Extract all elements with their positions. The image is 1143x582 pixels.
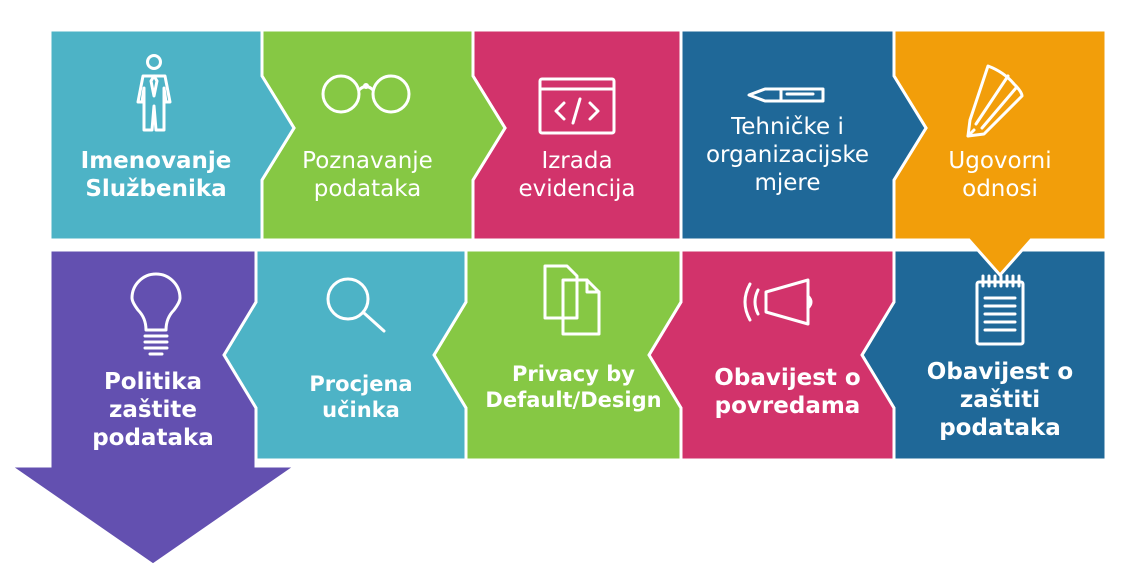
- step-label-imenovanje: Imenovanje Službenika: [50, 147, 262, 203]
- step-text-line: Ugovorni: [948, 148, 1052, 174]
- lightbulb-icon: [130, 272, 182, 360]
- step-text-line: Poznavanje: [302, 148, 433, 174]
- step-text-line: zaštite: [108, 397, 198, 424]
- step-text-line: Tehničke i: [731, 114, 844, 140]
- step-label-procjena: Procjena učinka: [256, 372, 466, 423]
- glasses-icon: [318, 70, 414, 114]
- step-label-izrada: Izrada evidencija: [473, 147, 681, 203]
- step-text-line: Obavijest o: [714, 365, 861, 391]
- step-label-politika: Politika zaštite podataka: [50, 368, 256, 452]
- step-label-tehnicke: Tehničke i organizacijske mjere: [681, 113, 894, 197]
- step-text-line: Izrada: [541, 148, 613, 174]
- magnifier-icon: [322, 275, 390, 335]
- step-text-line: mjere: [754, 170, 821, 197]
- step-text-line: Privacy by: [512, 362, 635, 386]
- step-shape-imenovanje: [48, 28, 296, 242]
- step-text-line: Imenovanje: [80, 148, 232, 174]
- step-text-line: evidencija: [518, 176, 636, 203]
- documents-icon: [543, 264, 601, 336]
- megaphone-icon: [736, 276, 816, 328]
- step-text-line: podataka: [939, 415, 1061, 442]
- step-text-line: Default/Design: [485, 387, 662, 412]
- step-label-privacy: Privacy by Default/Design: [466, 362, 681, 413]
- step-label-poznavanje: Poznavanje podataka: [262, 147, 473, 203]
- step-label-obavijest-povredama: Obavijest o povredama: [681, 364, 894, 420]
- step-shape-poznavanje: [260, 28, 507, 242]
- step-text-line: Procjena: [309, 372, 413, 396]
- step-text-line: Službenika: [85, 176, 227, 203]
- step-text-line: povredama: [714, 393, 861, 420]
- person-with-tie-icon: [134, 54, 174, 132]
- step-text-line: Obavijest o: [926, 359, 1074, 385]
- pencil-icon: [964, 62, 1028, 138]
- step-text-line: odnosi: [962, 176, 1038, 203]
- step-text-line: zaštiti: [959, 387, 1041, 414]
- step-label-obavijest-zastiti: Obavijest o zaštiti podataka: [894, 358, 1106, 442]
- step-text-line: Politika: [103, 369, 203, 395]
- pen-icon: [747, 86, 827, 104]
- step-text-line: podataka: [313, 176, 422, 203]
- step-text-line: podataka: [92, 425, 214, 452]
- notepad-icon: [974, 274, 1026, 346]
- code-window-icon: [538, 77, 616, 135]
- step-text-line: učinka: [322, 397, 400, 422]
- step-text-line: organizacijske: [705, 142, 869, 169]
- step-shape-tehnicke: [679, 28, 928, 242]
- step-shape-izrada: [471, 28, 683, 242]
- step-label-ugovorni: Ugovorni odnosi: [894, 147, 1106, 203]
- step-shape-politika: [5, 248, 301, 567]
